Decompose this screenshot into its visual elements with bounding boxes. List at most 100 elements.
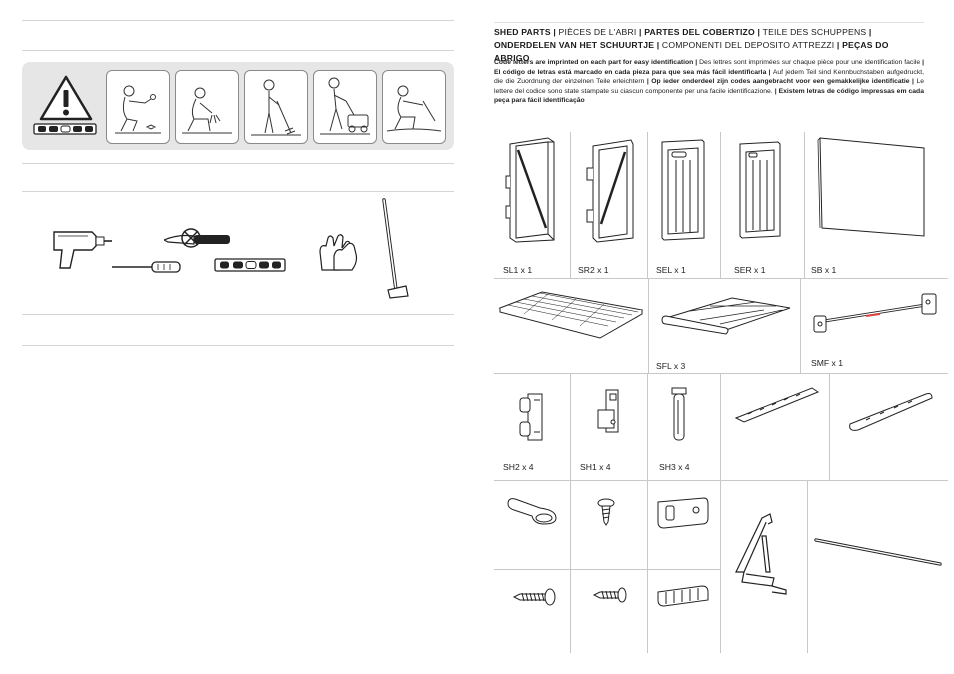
rail-b-drawing bbox=[849, 393, 933, 431]
end-panel-right-ser-drawing bbox=[739, 141, 781, 239]
description-segment: | bbox=[693, 59, 700, 66]
description-segment: Auf jedem Teil sind Kennbuchstaben aufge… bbox=[494, 68, 925, 86]
door-left-sl1-drawing bbox=[505, 137, 555, 243]
end-panel-left-sel-drawing bbox=[661, 139, 705, 241]
divider-line bbox=[22, 50, 454, 51]
title-segment: | bbox=[654, 40, 662, 50]
title-segment: PIÈCES DE L'ABRI bbox=[558, 27, 637, 37]
part-label: SL1 x 1 bbox=[503, 265, 533, 275]
prep-step-rake-ground bbox=[244, 70, 308, 144]
part-cell-sh2 bbox=[494, 374, 571, 481]
title-segment: ONDERDELEN VAN HET SCHUURTJE bbox=[494, 40, 655, 50]
part-cell-smf bbox=[801, 279, 948, 374]
screw-medium-drawing bbox=[592, 587, 627, 603]
title-segment: | bbox=[866, 27, 872, 37]
person-leveling-ground-icon bbox=[386, 85, 442, 132]
title-segment: | bbox=[550, 27, 559, 37]
part-cell-sl1 bbox=[494, 132, 571, 279]
title-segment: SHED PARTS bbox=[494, 27, 551, 37]
description-segment: Op ieder onderdeel zijn codes aangebrach… bbox=[651, 78, 910, 86]
description-segment: Des lettres sont imprimées sur chaque pi… bbox=[699, 59, 921, 66]
end-cap-drawing bbox=[657, 585, 709, 607]
part-cell-sh1 bbox=[571, 374, 648, 481]
part-cell-sfl bbox=[649, 279, 801, 374]
part-cell-sr2 bbox=[571, 132, 648, 279]
clip-drawing bbox=[507, 498, 557, 525]
screwdriver-icon bbox=[112, 261, 181, 273]
title-segment: | bbox=[636, 27, 645, 37]
part-cell-sh3 bbox=[648, 374, 721, 481]
prep-step-remove-stones bbox=[106, 70, 170, 144]
floor-support-sfl-drawing bbox=[661, 297, 791, 335]
gloves-icon bbox=[319, 234, 358, 271]
prep-step-mow-grass bbox=[313, 70, 377, 144]
person-weeding-icon bbox=[182, 87, 232, 134]
title-segment: | bbox=[754, 27, 763, 37]
description-segment: | bbox=[772, 87, 779, 95]
divider-line bbox=[22, 163, 454, 164]
description-segment: | bbox=[909, 78, 917, 86]
part-label: SH2 x 4 bbox=[503, 462, 534, 472]
part-label: SH1 x 4 bbox=[580, 462, 611, 472]
title-segment: COMPONENTI DEL DEPOSITO ATTREZZI bbox=[661, 40, 835, 50]
part-cell-rail-b bbox=[830, 374, 948, 481]
person-mowing-icon bbox=[320, 77, 370, 135]
pin-sh3-drawing bbox=[671, 387, 687, 441]
part-cell-ser bbox=[721, 132, 805, 279]
part-cell-screw-small bbox=[571, 481, 648, 570]
part-cell-cap bbox=[648, 570, 721, 653]
screw-long-drawing bbox=[512, 588, 556, 606]
divider-line bbox=[494, 22, 924, 23]
part-cell-rail-a bbox=[721, 374, 830, 481]
part-label: SER x 1 bbox=[734, 265, 766, 275]
description-segment: | bbox=[766, 68, 773, 76]
part-cell-sb bbox=[805, 132, 948, 279]
metal-frame-smf-drawing bbox=[813, 293, 937, 333]
screw-small-drawing bbox=[597, 498, 615, 526]
description-segment: | bbox=[920, 59, 924, 66]
part-cell-floor-a bbox=[494, 279, 649, 374]
hinge-sh1-drawing bbox=[597, 389, 619, 433]
part-cell-sel bbox=[648, 132, 721, 279]
warning-triangle-icon bbox=[39, 75, 93, 121]
divider-line bbox=[22, 20, 454, 21]
part-label: SEL x 1 bbox=[656, 265, 686, 275]
prep-step-pull-weeds bbox=[175, 70, 239, 144]
rod-drawing bbox=[814, 538, 942, 566]
part-label: SMF x 1 bbox=[811, 358, 843, 368]
prep-step-level-ground bbox=[382, 70, 446, 144]
description-segment: Code letters are imprinted on each part … bbox=[494, 59, 694, 66]
part-cell-screw-medium bbox=[571, 570, 648, 653]
title-segment: PARTES DEL COBERTIZO bbox=[644, 27, 755, 37]
part-label: SB x 1 bbox=[811, 265, 837, 275]
door-right-sr2-drawing bbox=[586, 139, 634, 243]
person-clearing-stones-icon bbox=[115, 85, 161, 134]
part-label: SH3 x 4 bbox=[659, 462, 690, 472]
part-label: SFL x 3 bbox=[656, 361, 686, 371]
description-segment: Le lettere del codice sono state stampat… bbox=[494, 78, 924, 95]
drill-icon bbox=[53, 231, 112, 269]
divider-line bbox=[22, 345, 454, 346]
shed-parts-title: SHED PARTS | PIÈCES DE L'ABRI | PARTES D… bbox=[494, 26, 924, 65]
door-handle-drawing bbox=[735, 513, 787, 595]
spirit-level-icon bbox=[214, 258, 286, 272]
spirit-level-icon bbox=[33, 123, 97, 135]
parts-identification-note: Code letters are imprinted on each part … bbox=[494, 58, 924, 106]
part-cell-screw-long bbox=[494, 570, 571, 653]
divider-line bbox=[22, 314, 454, 315]
part-cell-bracket bbox=[648, 481, 721, 570]
part-cell-handle bbox=[721, 481, 808, 653]
part-cell-clip bbox=[494, 481, 571, 570]
floor-panel-drawing bbox=[498, 291, 644, 339]
title-segment: TEILE DES SCHUPPENS bbox=[762, 27, 867, 37]
person-raking-icon bbox=[251, 79, 301, 136]
description-segment: | bbox=[644, 78, 652, 86]
part-label: SR2 x 1 bbox=[578, 265, 609, 275]
description-segment: Existem letras de código impressas em ca… bbox=[494, 87, 924, 105]
bracket-drawing bbox=[657, 497, 709, 529]
knife-not-allowed-icon bbox=[164, 228, 230, 248]
title-segment: | bbox=[834, 40, 843, 50]
title-segment: PEÇAS DO ABRIGO bbox=[494, 40, 889, 63]
rail-a-drawing bbox=[734, 387, 820, 423]
hinge-sh2-drawing bbox=[519, 393, 543, 441]
